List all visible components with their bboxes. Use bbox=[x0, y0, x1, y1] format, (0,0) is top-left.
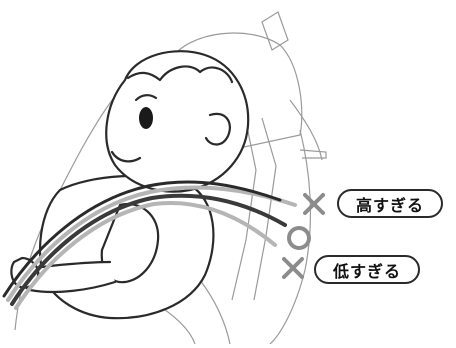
too-low-label: 低すぎる bbox=[314, 255, 420, 284]
seat-lever bbox=[299, 149, 327, 159]
correct-mark-circle bbox=[287, 226, 311, 250]
belt-correct bbox=[10, 193, 287, 306]
child-hair bbox=[126, 65, 234, 84]
belt-outer-strand bbox=[2, 180, 282, 298]
child-head bbox=[105, 50, 250, 193]
belt-too-low bbox=[14, 201, 277, 310]
headrest bbox=[169, 32, 303, 151]
wrong-mark-high bbox=[303, 193, 325, 215]
too-high-label: 高すぎる bbox=[337, 189, 443, 218]
child-mouth bbox=[110, 150, 142, 163]
headrest-post bbox=[261, 11, 289, 51]
belt-too-high bbox=[6, 185, 297, 302]
seat-fold-line bbox=[199, 279, 231, 345]
seat-inner-line bbox=[231, 121, 257, 301]
wrong-mark-low bbox=[282, 257, 304, 279]
child-eyebrow bbox=[134, 94, 158, 102]
child-ear bbox=[204, 112, 231, 146]
seat-back-right-edge bbox=[269, 129, 312, 345]
seat-belts bbox=[2, 180, 297, 310]
child-eye bbox=[139, 107, 153, 129]
seat-side-curve bbox=[289, 99, 323, 161]
seat-inner-line-2 bbox=[253, 117, 277, 301]
